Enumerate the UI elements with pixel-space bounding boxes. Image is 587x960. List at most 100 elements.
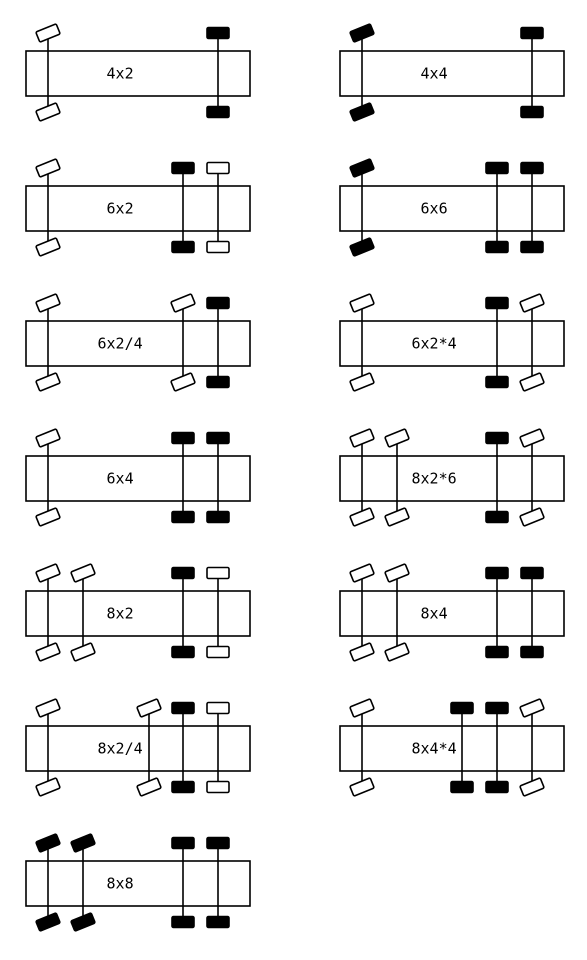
- axle: [171, 836, 195, 929]
- free-wheel-top: [136, 698, 162, 718]
- driven-wheel-top: [485, 431, 509, 445]
- axle: [384, 428, 410, 527]
- axle: [485, 431, 509, 524]
- driven-wheel-bottom: [206, 510, 230, 524]
- driven-wheel-top: [70, 833, 96, 853]
- axle: [35, 23, 61, 122]
- driven-wheel-top: [349, 158, 375, 178]
- axle: [171, 161, 195, 254]
- driven-wheel-bottom: [171, 510, 195, 524]
- driven-wheel-bottom: [171, 645, 195, 659]
- driven-wheel-top: [171, 566, 195, 580]
- free-wheel-bottom: [136, 777, 162, 797]
- free-wheel-top: [384, 563, 410, 583]
- axle: [70, 833, 96, 932]
- axle: [170, 293, 196, 392]
- chassis-frame: [25, 860, 251, 907]
- driven-wheel-bottom: [520, 240, 544, 254]
- axle: [519, 698, 545, 797]
- driven-wheel-bottom: [35, 912, 61, 932]
- chassis-frame: [339, 725, 565, 772]
- driven-wheel-top: [206, 836, 230, 850]
- axle: [349, 563, 375, 662]
- driven-wheel-bottom: [206, 375, 230, 389]
- axle: [485, 566, 509, 659]
- free-wheel-bottom: [35, 372, 61, 392]
- vehicle-panel-6x2-4: 6x2*4: [339, 293, 565, 392]
- chassis-frame: [25, 320, 251, 367]
- axle: [349, 23, 375, 122]
- axle: [349, 293, 375, 392]
- free-wheel-bottom: [384, 642, 410, 662]
- free-wheel-top: [349, 563, 375, 583]
- driven-wheel-top: [485, 701, 509, 715]
- vehicle-panel-6x2-4: 6x2/4: [25, 293, 251, 392]
- free-wheel-top: [35, 293, 61, 313]
- configuration-label: 6x6: [421, 200, 448, 218]
- axle: [171, 566, 195, 659]
- free-wheel-top: [206, 161, 230, 175]
- axle: [206, 26, 230, 119]
- free-wheel-bottom: [35, 507, 61, 527]
- configuration-label: 6x2/4: [98, 335, 143, 353]
- chassis-frame: [339, 590, 565, 637]
- free-wheel-top: [70, 563, 96, 583]
- vehicle-panel-8x2-6: 8x2*6: [339, 428, 565, 527]
- driven-wheel-top: [206, 296, 230, 310]
- free-wheel-bottom: [70, 642, 96, 662]
- vehicle-panel-4x4: 4x4: [339, 23, 565, 122]
- axle: [206, 161, 230, 254]
- driven-wheel-bottom: [206, 105, 230, 119]
- vehicle-panel-4x2: 4x2: [25, 23, 251, 122]
- driven-wheel-bottom: [485, 780, 509, 794]
- axle: [349, 428, 375, 527]
- axle: [206, 566, 230, 659]
- free-wheel-bottom: [349, 642, 375, 662]
- driven-wheel-top: [485, 161, 509, 175]
- free-wheel-bottom: [349, 507, 375, 527]
- free-wheel-bottom: [206, 240, 230, 254]
- driven-wheel-bottom: [171, 915, 195, 929]
- axle: [206, 431, 230, 524]
- axle: [450, 701, 474, 794]
- axle: [35, 563, 61, 662]
- free-wheel-top: [349, 698, 375, 718]
- chassis-frame: [339, 185, 565, 232]
- driven-wheel-bottom: [70, 912, 96, 932]
- axle: [35, 293, 61, 392]
- free-wheel-top: [35, 428, 61, 448]
- free-wheel-top: [519, 428, 545, 448]
- chassis-frame: [339, 455, 565, 502]
- chassis-frame: [25, 185, 251, 232]
- configuration-label: 4x4: [421, 65, 448, 83]
- chassis-frame: [25, 50, 251, 97]
- configuration-label: 8x2/4: [98, 740, 143, 758]
- axle: [35, 428, 61, 527]
- free-wheel-bottom: [35, 642, 61, 662]
- driven-wheel-bottom: [349, 102, 375, 122]
- axle: [520, 566, 544, 659]
- free-wheel-bottom: [519, 372, 545, 392]
- free-wheel-bottom: [170, 372, 196, 392]
- configuration-label: 6x2: [107, 200, 134, 218]
- driven-wheel-bottom: [520, 105, 544, 119]
- free-wheel-bottom: [349, 777, 375, 797]
- free-wheel-bottom: [206, 645, 230, 659]
- free-wheel-bottom: [35, 102, 61, 122]
- axle: [136, 698, 162, 797]
- free-wheel-bottom: [519, 777, 545, 797]
- free-wheel-top: [206, 566, 230, 580]
- vehicle-panel-8x4: 8x4: [339, 563, 565, 662]
- chassis-frame: [339, 320, 565, 367]
- free-wheel-bottom: [206, 780, 230, 794]
- free-wheel-bottom: [35, 777, 61, 797]
- free-wheel-top: [206, 701, 230, 715]
- driven-wheel-bottom: [206, 915, 230, 929]
- chassis-frame: [25, 455, 251, 502]
- axle: [206, 296, 230, 389]
- axle: [485, 161, 509, 254]
- free-wheel-bottom: [384, 507, 410, 527]
- free-wheel-top: [170, 293, 196, 313]
- configuration-label: 8x4: [421, 605, 448, 623]
- driven-wheel-top: [171, 836, 195, 850]
